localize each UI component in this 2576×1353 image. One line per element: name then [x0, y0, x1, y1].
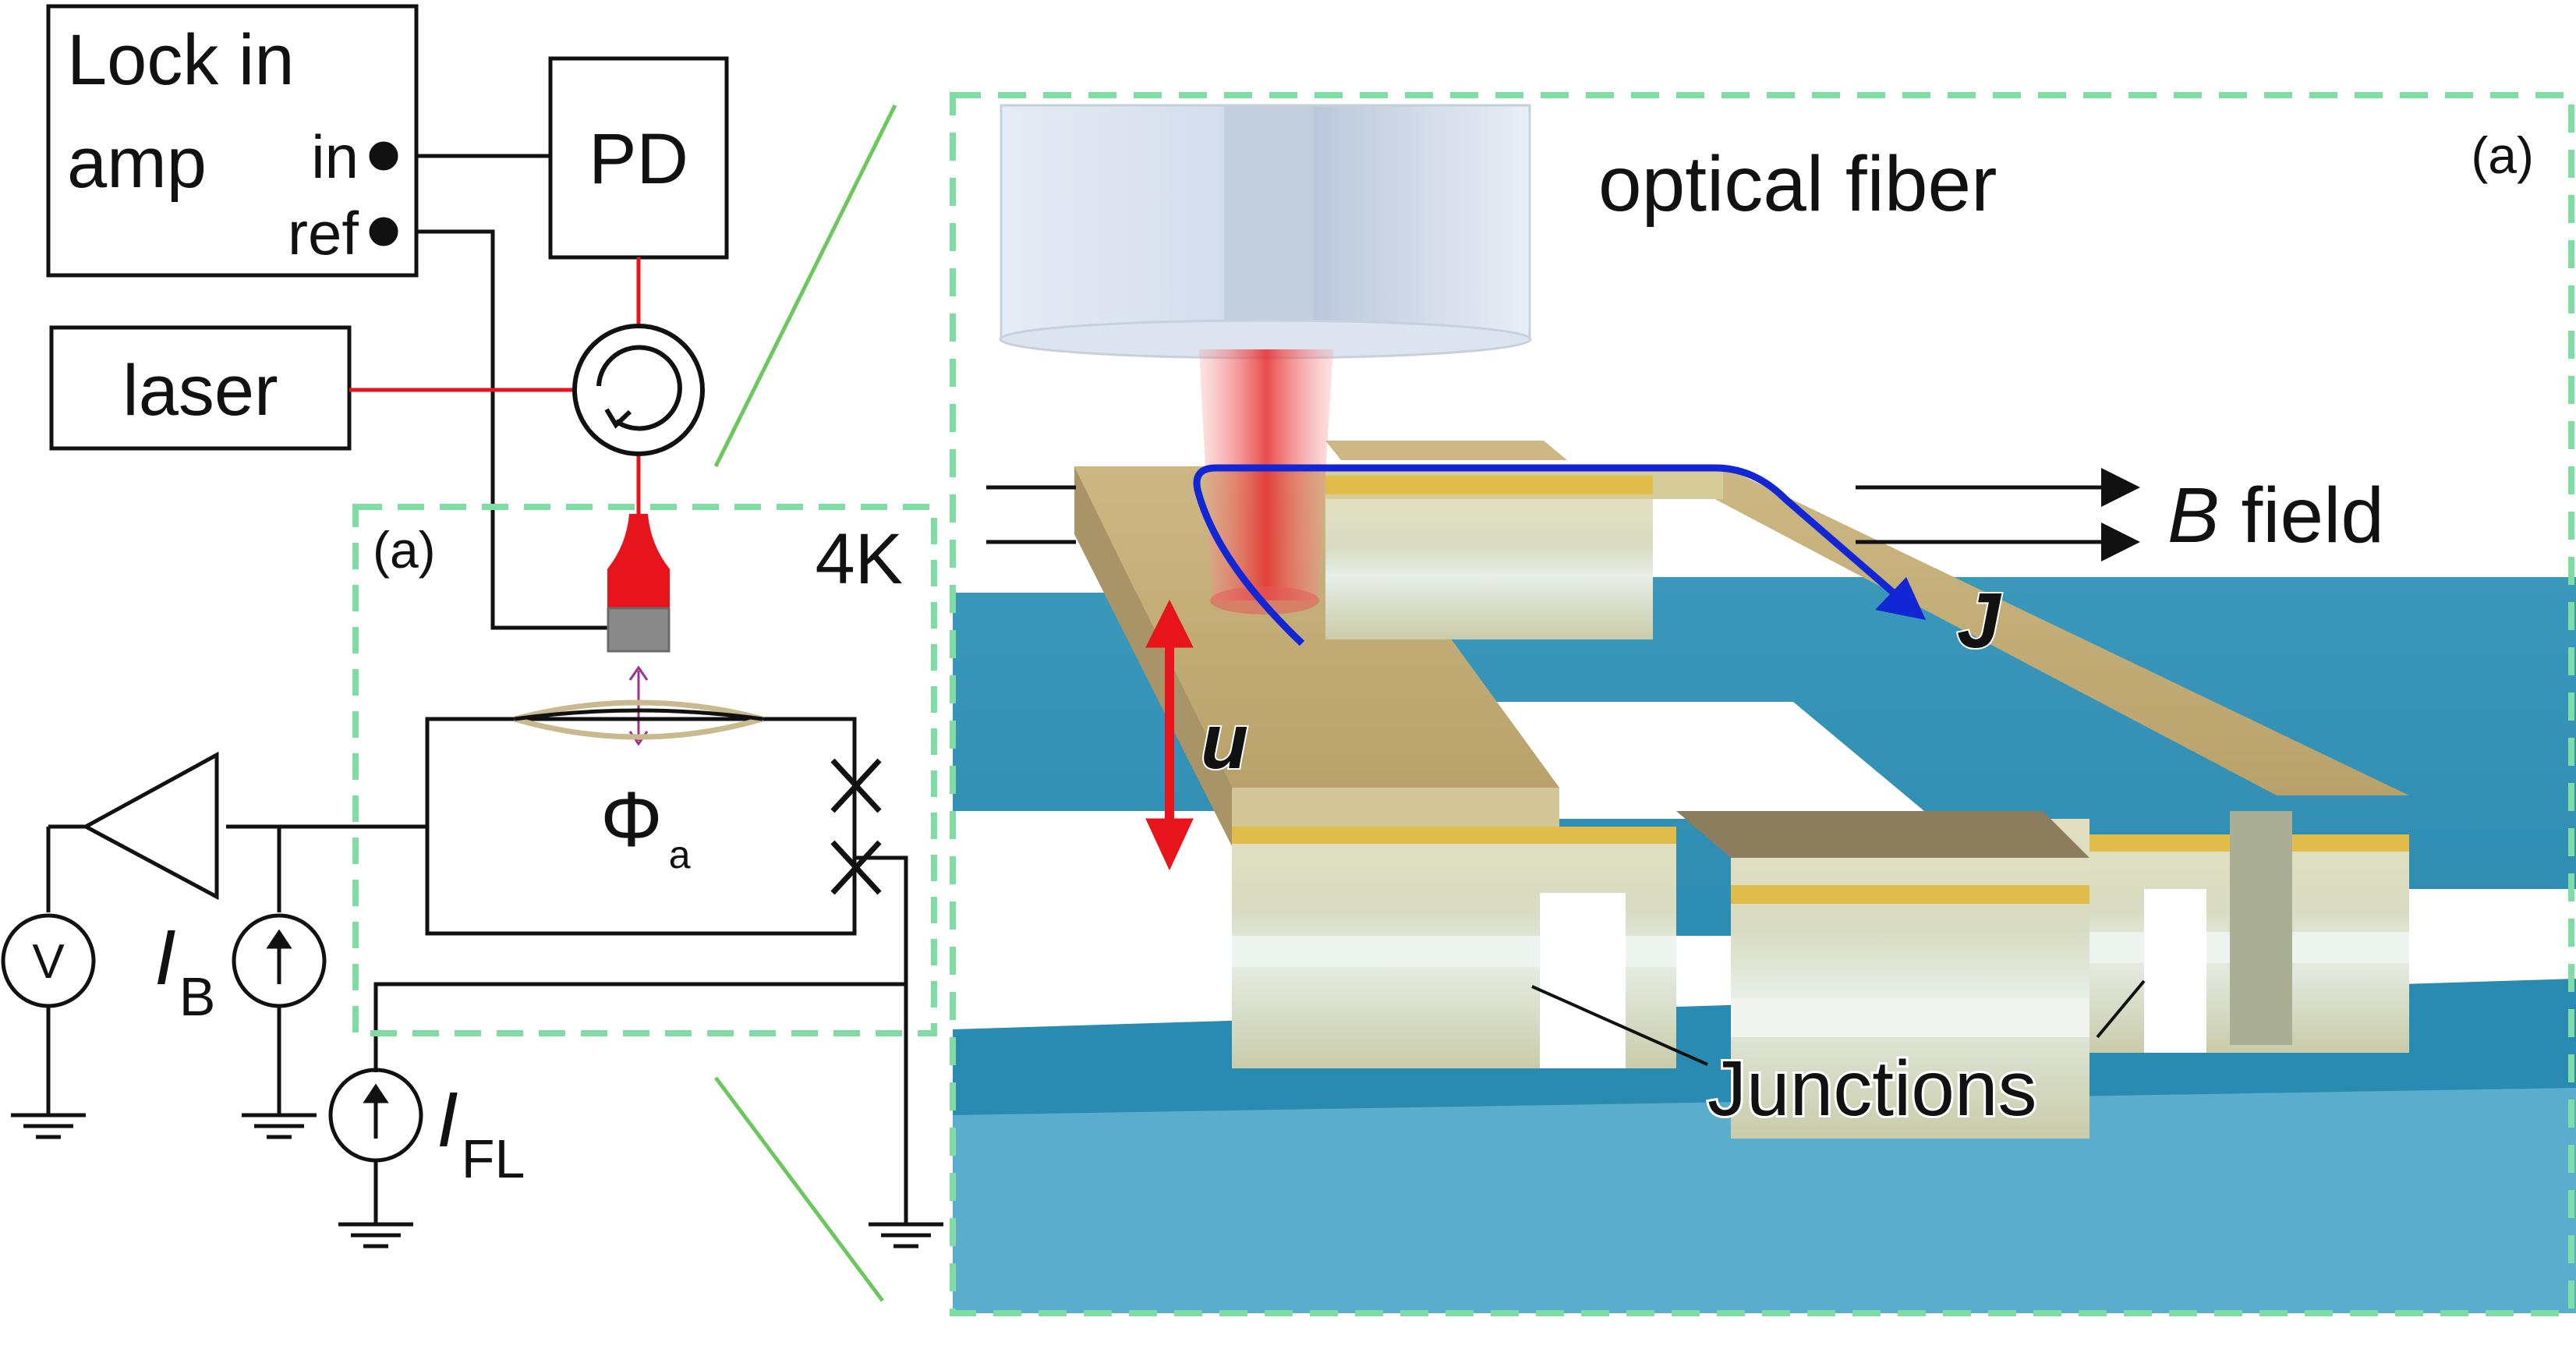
displacement-arrow: [1145, 599, 1194, 871]
current-label: J: [1957, 577, 2002, 664]
circulator-icon: [572, 324, 705, 456]
fiber-taper-icon: [607, 514, 670, 609]
device-render: [953, 104, 2576, 1313]
voltmeter-label: V: [32, 935, 65, 989]
current-path-arrow: [1193, 464, 1905, 646]
ground-icon: [869, 1222, 943, 1249]
ground-icon: [338, 1222, 413, 1249]
lockin-ref-label: ref: [288, 199, 359, 267]
lockin-label-line1: Lock in: [67, 20, 295, 100]
lockin-label-line2: amp: [67, 123, 207, 203]
lockin-ref-terminal: [369, 217, 398, 246]
device-panel-marker: (a): [2471, 126, 2534, 184]
lockin-in-label: in: [311, 122, 359, 191]
circuit-panel-marker: (a): [373, 521, 436, 579]
device-frame: [950, 92, 2574, 1316]
b-field-arrows: [986, 468, 2140, 561]
junction-notch: [1540, 893, 1626, 1068]
amplifier-icon: [81, 751, 219, 901]
laser-beam: [1199, 349, 1333, 600]
cryostat-region: [352, 504, 937, 1036]
displacement-label: u: [1201, 698, 1248, 785]
junction-pointers: [1531, 979, 2146, 1066]
junctions-label: Junctions: [1707, 1045, 2036, 1132]
ground-icon: [242, 1113, 317, 1139]
fiber-ferrule-icon: [607, 607, 671, 653]
vibration-arrow-icon: [628, 665, 649, 746]
photodetector-label: PD: [589, 119, 688, 199]
josephson-junction-icons: [830, 758, 882, 895]
lockin-in-terminal: [369, 141, 398, 171]
fluxline-current-label: IFL: [437, 1076, 525, 1189]
lockin-amp-box: [46, 4, 419, 278]
laser-label: laser: [122, 351, 278, 430]
ground-icon: [11, 1113, 86, 1139]
temperature-label: 4K: [815, 519, 903, 599]
optical-fiber-label: optical fiber: [1598, 140, 1997, 228]
b-field-label: B field: [2167, 472, 2384, 559]
zoom-line-bottom: [713, 1076, 885, 1302]
circuit-schematic: [1, 4, 943, 1249]
bias-current-label: IB: [154, 914, 216, 1027]
zoom-line-top: [713, 104, 897, 468]
